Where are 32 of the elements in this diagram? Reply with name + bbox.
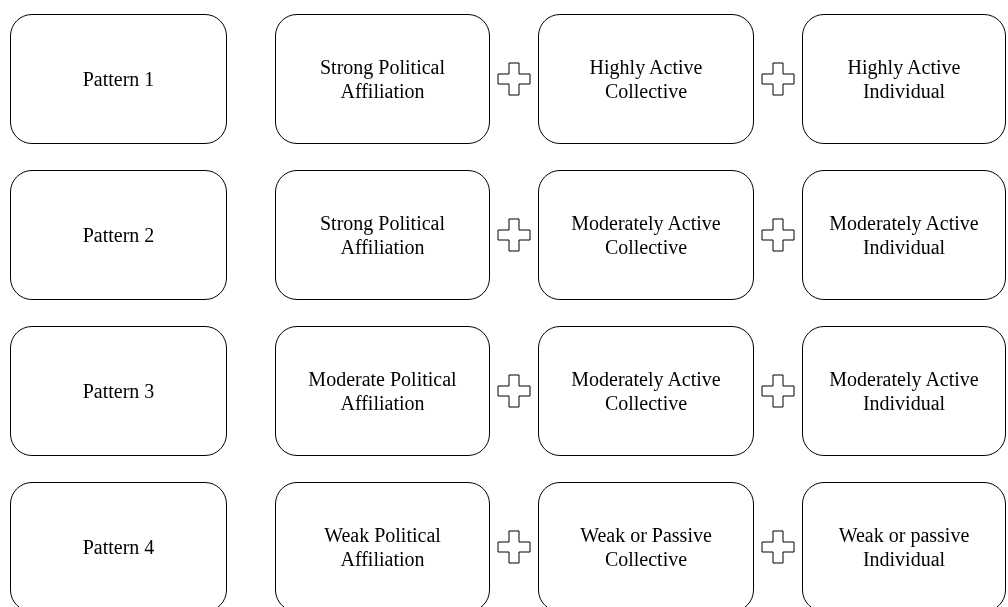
box-text: Strong Political Affiliation xyxy=(319,55,446,103)
attribute-box xyxy=(538,14,754,144)
pattern-box xyxy=(10,170,227,300)
box-text: Strong Political Affiliation xyxy=(319,211,446,259)
attribute-box xyxy=(275,482,490,607)
box-text: Moderately Active Collective xyxy=(570,367,722,415)
box-text: Moderate Political Affiliation xyxy=(307,367,458,415)
box-text: Pattern 3 xyxy=(82,379,155,403)
attribute-box xyxy=(802,326,1006,456)
box-text: Moderately Active Collective xyxy=(570,211,722,259)
box-text: Pattern 2 xyxy=(82,223,155,247)
pattern-box xyxy=(10,326,227,456)
box-text: Pattern 1 xyxy=(82,67,155,91)
attribute-box xyxy=(275,326,490,456)
attribute-box xyxy=(538,170,754,300)
attribute-box xyxy=(538,482,754,607)
box-text: Pattern 4 xyxy=(82,535,155,559)
attribute-box xyxy=(802,170,1006,300)
box-text: Highly Active Collective xyxy=(588,55,704,103)
box-text: Weak Political Affiliation xyxy=(323,523,442,571)
box-text: Weak or Passive Collective xyxy=(579,523,713,571)
box-text: Highly Active Individual xyxy=(846,55,962,103)
pattern-box xyxy=(10,14,227,144)
box-text: Moderately Active Individual xyxy=(828,211,980,259)
attribute-box xyxy=(802,482,1006,607)
box-text: Moderately Active Individual xyxy=(828,367,980,415)
attribute-box xyxy=(275,170,490,300)
attribute-box xyxy=(275,14,490,144)
attribute-box xyxy=(802,14,1006,144)
box-text: Weak or passive Individual xyxy=(837,523,971,571)
attribute-box xyxy=(538,326,754,456)
pattern-box xyxy=(10,482,227,607)
